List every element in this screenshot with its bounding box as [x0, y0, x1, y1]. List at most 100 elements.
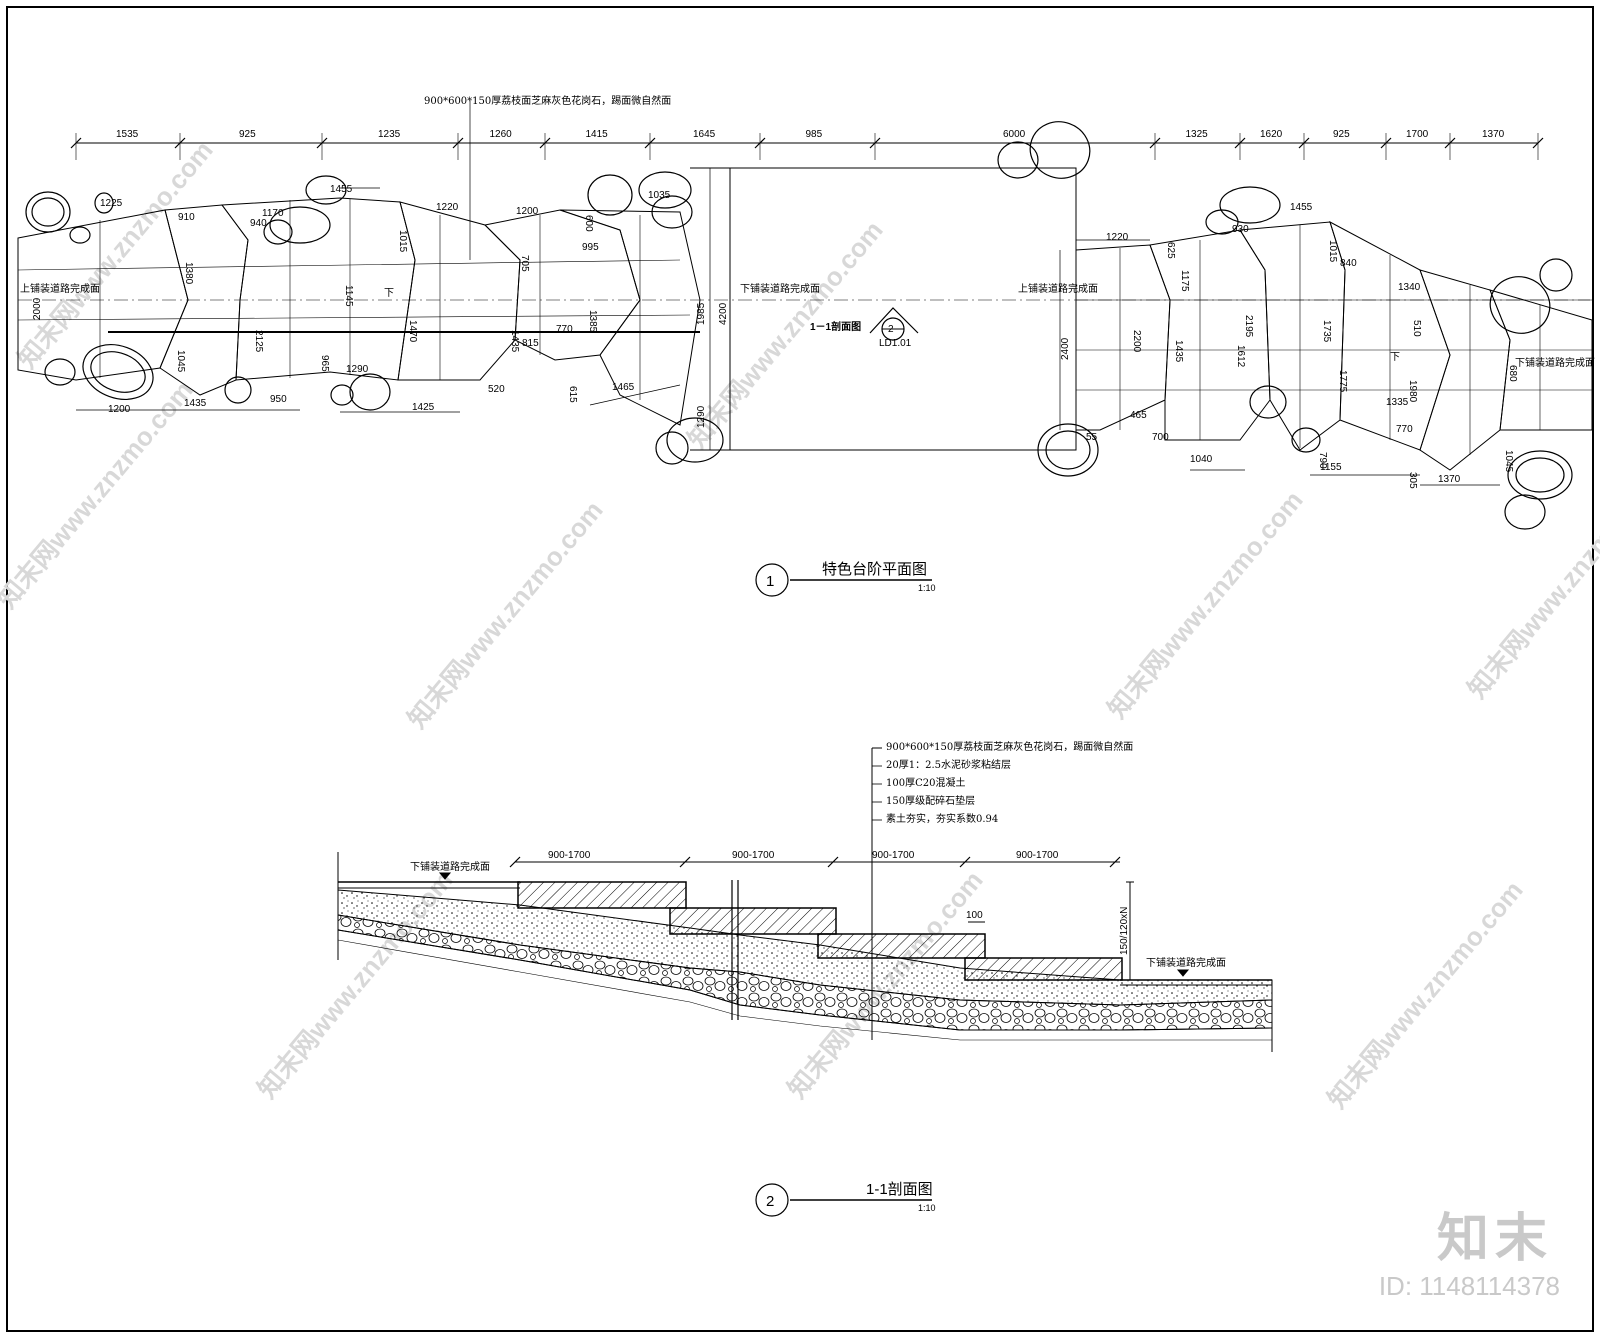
inner-dimension-label: 305: [1407, 472, 1418, 489]
step-slab: [1489, 289, 1593, 431]
inner-dimension-label: 1465: [612, 382, 635, 393]
top-dimension-label: 1415: [586, 129, 609, 140]
inner-dimension-label: 995: [582, 242, 599, 253]
layer-note-3: 100厚C20混凝土: [886, 776, 965, 789]
section-step: [964, 957, 1123, 981]
inner-dimension-label: 940: [250, 218, 267, 229]
inner-dimension-label: 910: [178, 212, 195, 223]
section-step: [817, 933, 986, 959]
tread-dimension: 100: [966, 910, 983, 921]
inner-dimension-label: 1340: [1398, 282, 1421, 293]
drawing-frame: [6, 6, 1594, 1332]
watermark: 知末网www.znzmo.com: [1322, 875, 1529, 1114]
inner-dimension-label: 705: [519, 255, 530, 272]
section-symbol-sheet: LD1.01: [879, 338, 912, 349]
inner-dimension-label: 2125: [253, 330, 264, 353]
inner-dimension-label: 1455: [330, 184, 353, 195]
lower-road-label-2: 下铺装道路完成面: [1515, 356, 1595, 369]
inner-dimension-label: 510: [1411, 320, 1422, 337]
top-dimension-label: 925: [1333, 129, 1350, 140]
watermark: 知末网www.znzmo.com: [1102, 485, 1309, 724]
inner-dimension-label: 1435: [184, 398, 207, 409]
inner-dimension-label: 465: [1130, 410, 1147, 421]
top-dimension-label: 1325: [1186, 129, 1209, 140]
inner-dimension-label: 1225: [100, 198, 123, 209]
plan-title-block: 1 特色台阶平面图 1:10: [755, 561, 936, 597]
plan-grid-right: [1076, 225, 1592, 455]
mid-dimension: 1290: [696, 405, 707, 428]
inner-dimension-label: 930: [1232, 224, 1249, 235]
top-dimension-ticks: [70, 133, 1544, 160]
mid-dimension: 1985: [696, 302, 707, 325]
inner-dimension-label: 1385: [587, 310, 598, 333]
inner-dimension-label: 55: [1086, 432, 1098, 443]
step-slab: [1075, 244, 1171, 431]
inner-dimension-label: 1735: [1321, 320, 1332, 343]
inner-dimension-label: 815: [522, 338, 539, 349]
inner-dimension-label: 1425: [412, 402, 435, 413]
inner-dimension-labels: 1225910138010451170940212596514551145129…: [100, 184, 1518, 489]
section-view: [337, 747, 1273, 1052]
section-lower-label-right: 下铺装道路完成面: [1146, 956, 1226, 969]
inner-dimension-label: 700: [1152, 432, 1169, 443]
inner-dimension-label: 1145: [343, 285, 354, 307]
inner-dimension-label: 600: [583, 215, 594, 232]
inner-dimension-label: 840: [1340, 258, 1357, 269]
upper-road-label-2: 上铺装道路完成面: [1018, 282, 1098, 295]
inner-dimension-label: 1370: [1438, 474, 1461, 485]
section-dim: 900-1700: [1016, 850, 1059, 861]
plan-title: 特色台阶平面图: [822, 561, 927, 578]
top-dimension-label: 6000: [1003, 129, 1026, 140]
watermark: 知末网www.znzmo.com: [1462, 465, 1600, 704]
section-title: 1-1剖面图: [866, 1181, 933, 1198]
inner-dimension-label: 1155: [1320, 462, 1342, 473]
right-dimension: 2400: [1060, 337, 1071, 360]
inner-dimension-label: 1435: [1173, 340, 1184, 363]
section-labels: 900-1700 900-1700 900-1700 900-1700 下铺装道…: [410, 740, 1226, 969]
brand-logo: 知末: [1436, 1210, 1553, 1268]
watermark: 知末网www.znzmo.com: [12, 135, 219, 374]
layer-note-1: 900*600*150厚荔枝面芝麻灰色花岗石，踢面微自然面: [886, 740, 1133, 753]
step-slab: [559, 209, 701, 426]
layer-note-5: 素土夯实，夯实系数0.94: [886, 812, 998, 825]
step-slab: [483, 209, 641, 361]
layer-note-2: 20厚1：2.5水泥砂浆粘结层: [886, 758, 1011, 771]
riser-dimension: 150/120xN: [1119, 907, 1130, 955]
inner-dimension-label: 1435: [509, 330, 520, 353]
section-dim: 900-1700: [872, 850, 915, 861]
down-arrow-label: 下: [1390, 352, 1400, 363]
inner-dimension-label: 1290: [346, 364, 369, 375]
plan-dim-lines: [76, 100, 1500, 486]
inner-dimension-label: 1775: [1337, 370, 1348, 393]
inner-dimension-label: 790: [1317, 452, 1328, 469]
section-step: [669, 907, 837, 935]
landing-area: [729, 167, 1077, 451]
inner-dimension-label: 965: [319, 355, 330, 372]
left-dimension: 2000: [32, 297, 43, 320]
section-scale: 1:10: [918, 1203, 936, 1213]
top-dimension-label: 1535: [116, 129, 139, 140]
inner-dimension-label: 1220: [1106, 232, 1129, 243]
brand-id: ID: 1148114378: [1378, 1271, 1560, 1301]
watermark: 知末网www.znzmo.com: [0, 375, 199, 614]
inner-dimension-label: 1980: [1407, 380, 1418, 403]
section-mark-label: 1－1剖面图: [810, 320, 861, 333]
inner-dimension-label: 1220: [436, 202, 459, 213]
section-step: [517, 881, 687, 909]
inner-dimension-label: 520: [488, 384, 505, 395]
watermark: 知末网www.znzmo.com: [682, 215, 889, 454]
inner-dimension-label: 770: [556, 324, 573, 335]
top-dimension-label: 925: [239, 129, 256, 140]
top-dimension-label: 1645: [693, 129, 716, 140]
inner-dimension-label: 1612: [1235, 345, 1246, 368]
inner-dimension-label: 1200: [108, 404, 131, 415]
layer-note-4: 150厚级配碎石垫层: [886, 794, 975, 807]
section-dim: 900-1700: [732, 850, 775, 861]
top-dimension-label: 985: [806, 129, 823, 140]
inner-dimension-label: 1040: [1190, 454, 1213, 465]
inner-dimension-label: 770: [1396, 424, 1413, 435]
mid-dimension: 4200: [718, 302, 729, 325]
